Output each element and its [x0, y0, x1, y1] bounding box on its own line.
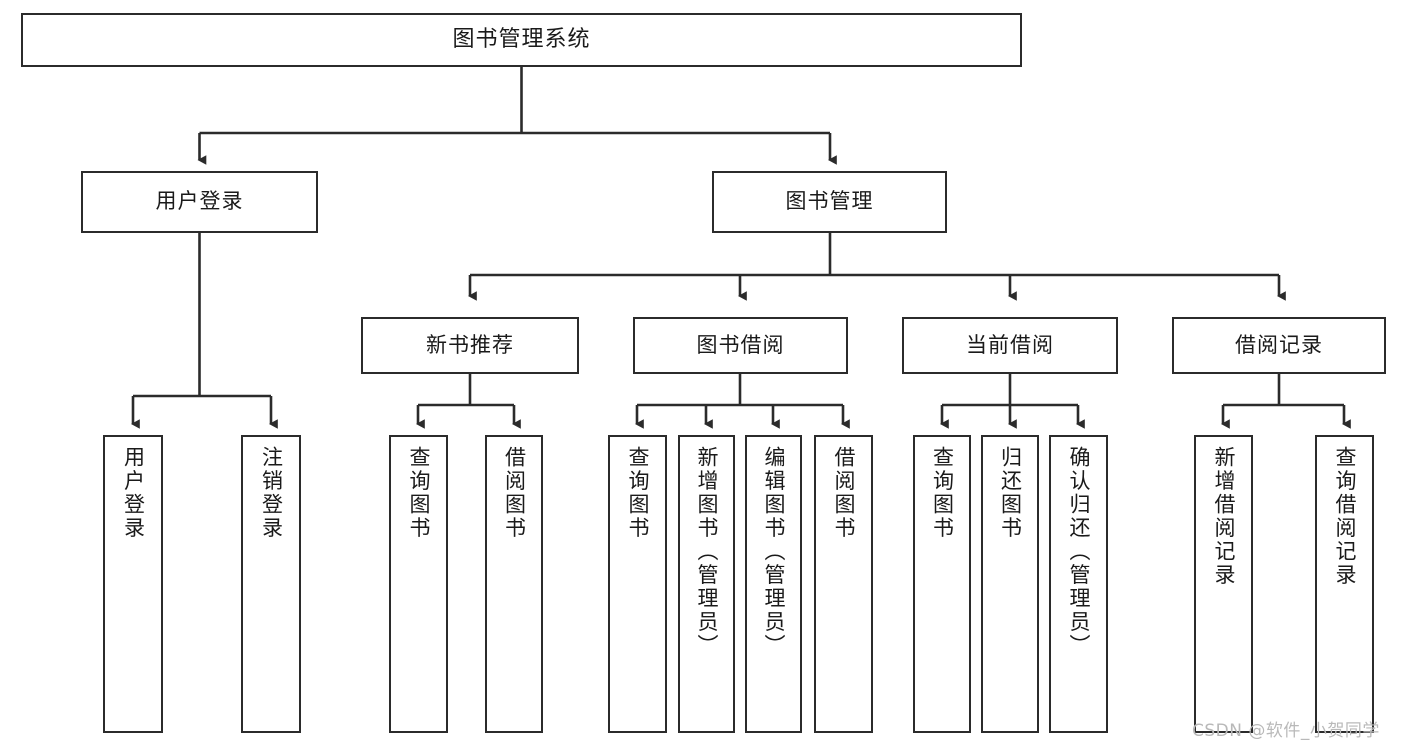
node-borrow-record-label: 借阅记录 — [1235, 332, 1323, 357]
node-leaf-query-record[interactable]: 查询借阅记录 — [1315, 435, 1374, 733]
node-leaf-borrow-book-2-label: 借阅图书 — [832, 446, 856, 540]
node-root[interactable]: 图书管理系统 — [21, 13, 1022, 67]
node-leaf-return-book[interactable]: 归还图书 — [981, 435, 1039, 733]
node-book-manage[interactable]: 图书管理 — [712, 171, 947, 233]
node-leaf-edit-book-label: 编辑图书（管理员） — [762, 446, 786, 658]
node-leaf-edit-book[interactable]: 编辑图书（管理员） — [745, 435, 802, 733]
node-leaf-borrow-book-1-label: 借阅图书 — [502, 446, 527, 540]
node-leaf-add-record[interactable]: 新增借阅记录 — [1194, 435, 1253, 733]
node-user-login[interactable]: 用户登录 — [81, 171, 318, 233]
node-leaf-confirm-return[interactable]: 确认归还（管理员） — [1049, 435, 1108, 733]
node-leaf-query-book-2-label: 查询图书 — [626, 446, 650, 540]
node-new-book-recommend[interactable]: 新书推荐 — [361, 317, 579, 374]
node-book-manage-label: 图书管理 — [785, 189, 874, 214]
node-borrow-record[interactable]: 借阅记录 — [1172, 317, 1386, 374]
node-leaf-user-login-label: 用户登录 — [121, 446, 146, 540]
csdn-watermark: CSDN @软件_小贺同学 — [1192, 721, 1380, 741]
node-leaf-query-book-3[interactable]: 查询图书 — [913, 435, 971, 733]
node-book-borrow[interactable]: 图书借阅 — [633, 317, 848, 374]
node-leaf-add-book[interactable]: 新增图书（管理员） — [678, 435, 735, 733]
node-current-borrow[interactable]: 当前借阅 — [902, 317, 1118, 374]
node-leaf-user-login[interactable]: 用户登录 — [103, 435, 163, 733]
node-root-label: 图书管理系统 — [452, 26, 591, 52]
node-leaf-query-book-3-label: 查询图书 — [930, 446, 955, 540]
node-leaf-query-book-2[interactable]: 查询图书 — [608, 435, 667, 733]
node-leaf-borrow-book-2[interactable]: 借阅图书 — [814, 435, 873, 733]
node-leaf-return-book-label: 归还图书 — [998, 446, 1023, 540]
node-leaf-borrow-book-1[interactable]: 借阅图书 — [485, 435, 543, 733]
node-current-borrow-label: 当前借阅 — [966, 332, 1054, 357]
node-leaf-query-book-1-label: 查询图书 — [407, 446, 431, 540]
node-user-login-label: 用户登录 — [155, 189, 244, 214]
node-new-book-recommend-label: 新书推荐 — [426, 332, 514, 357]
node-leaf-query-record-label: 查询借阅记录 — [1333, 446, 1357, 587]
node-leaf-add-record-label: 新增借阅记录 — [1212, 446, 1236, 587]
node-leaf-logout-login[interactable]: 注销登录 — [241, 435, 301, 733]
node-leaf-add-book-label: 新增图书（管理员） — [695, 446, 719, 658]
node-leaf-logout-login-label: 注销登录 — [259, 446, 284, 540]
node-leaf-query-book-1[interactable]: 查询图书 — [389, 435, 448, 733]
node-leaf-confirm-return-label: 确认归还（管理员） — [1067, 446, 1091, 658]
node-book-borrow-label: 图书借阅 — [696, 332, 785, 357]
